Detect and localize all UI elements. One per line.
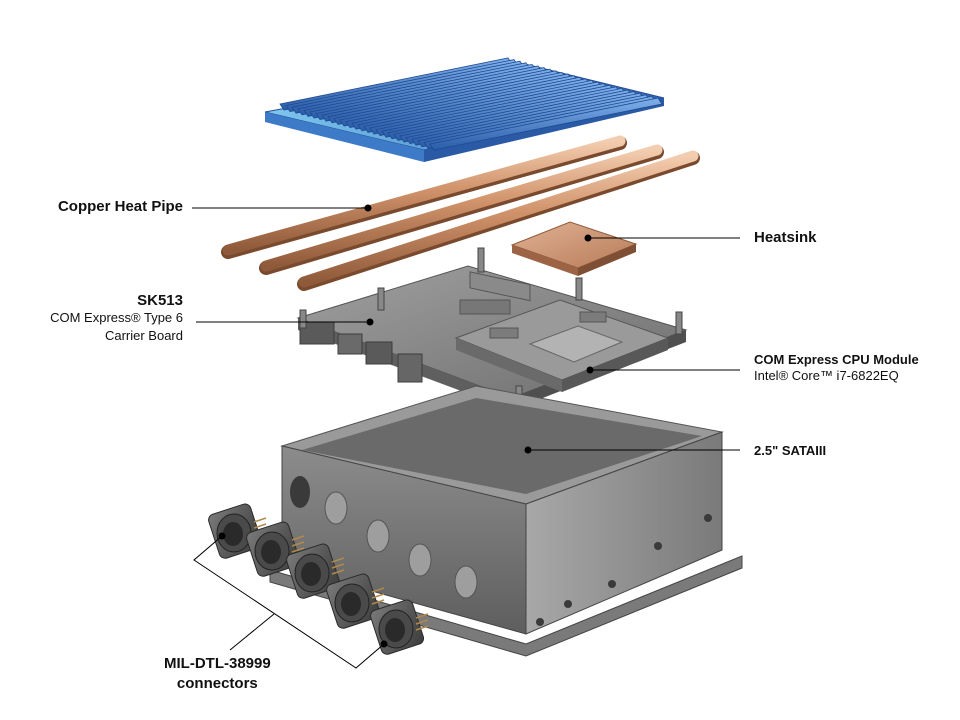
connectors-line1: MIL-DTL-38999	[164, 655, 271, 672]
leader-lines	[192, 204, 740, 669]
cpu-module-subtitle: Intel® Core™ i7-6822EQ	[754, 368, 899, 383]
cooler-fin	[429, 97, 663, 151]
heatsink-pad	[510, 221, 638, 276]
label-carrier-board: SK513 COM Express® Type 6 Carrier Board	[50, 292, 183, 345]
carrier-board-line1: COM Express® Type 6	[50, 310, 183, 325]
cpu-module-title: COM Express CPU Module	[754, 352, 919, 367]
carrier-board-title: SK513	[137, 292, 183, 309]
copper-heat-pipes	[221, 135, 700, 291]
mil-connector	[246, 521, 305, 577]
label-cpu-module: COM Express CPU Module Intel® Core™ i7-6…	[754, 352, 919, 385]
cpu-module	[454, 299, 670, 392]
label-sata-drive: 2.5" SATAIII	[754, 443, 827, 458]
label-heatsink: Heatsink	[754, 229, 817, 246]
enclosure-box	[269, 385, 743, 657]
label-connectors: MIL-DTL-38999 connectors	[164, 654, 271, 694]
cooler-heatsink-assembly	[264, 57, 665, 162]
label-copper-heat-pipe: Copper Heat Pipe	[57, 198, 183, 215]
mil-connector	[326, 573, 385, 629]
connectors-line2: connectors	[176, 675, 258, 692]
mil-connectors	[208, 503, 429, 655]
carrier-board-line2: Carrier Board	[104, 328, 183, 343]
mil-connector	[286, 543, 345, 599]
